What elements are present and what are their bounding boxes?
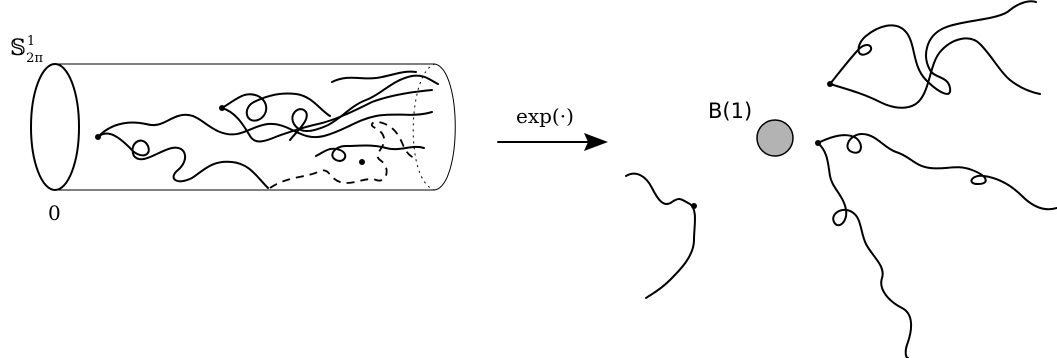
- circle-label-base: 𝕊: [10, 36, 26, 61]
- start-point-1: [95, 134, 101, 140]
- cylinder-right-end-front: [434, 63, 456, 191]
- map-arrow: [497, 133, 608, 151]
- cylinder-path-4: [221, 92, 331, 122]
- ball-label: B(1): [708, 99, 753, 123]
- plane-path-right-1: [817, 133, 1057, 211]
- cylinder-path-1: [97, 132, 269, 189]
- unit-ball: [756, 119, 794, 157]
- start-point-2: [219, 105, 225, 111]
- plane-paths: [625, 0, 1057, 358]
- cylinder-path-5: [289, 74, 439, 141]
- cylinder-left-end: [30, 63, 80, 191]
- cylinder-path-3: [221, 89, 433, 143]
- cylinder: [30, 63, 456, 191]
- circle-label: 𝕊1 2π: [10, 34, 43, 66]
- map-label: exp(·): [516, 104, 574, 128]
- start-point-3: [359, 159, 365, 165]
- plane-path-right-2: [817, 142, 913, 358]
- circle-label-sub: 2π: [26, 51, 43, 66]
- cylinder-dashed-path: [269, 121, 415, 189]
- cylinder-path-6: [315, 144, 425, 162]
- plane-path-top: [829, 0, 1037, 95]
- cylinder-right-end-back: [412, 63, 436, 191]
- plane-path-top-2: [829, 37, 1041, 109]
- cylinder-path-7: [331, 70, 417, 83]
- origin-label: 0: [48, 201, 61, 225]
- plane-point-1: [827, 81, 833, 87]
- plane-path-left: [625, 172, 696, 299]
- plane-point-2: [815, 140, 821, 146]
- cylinder-paths: [95, 70, 439, 189]
- circle-label-sup: 1: [26, 34, 36, 49]
- plane-point-3: [691, 203, 697, 209]
